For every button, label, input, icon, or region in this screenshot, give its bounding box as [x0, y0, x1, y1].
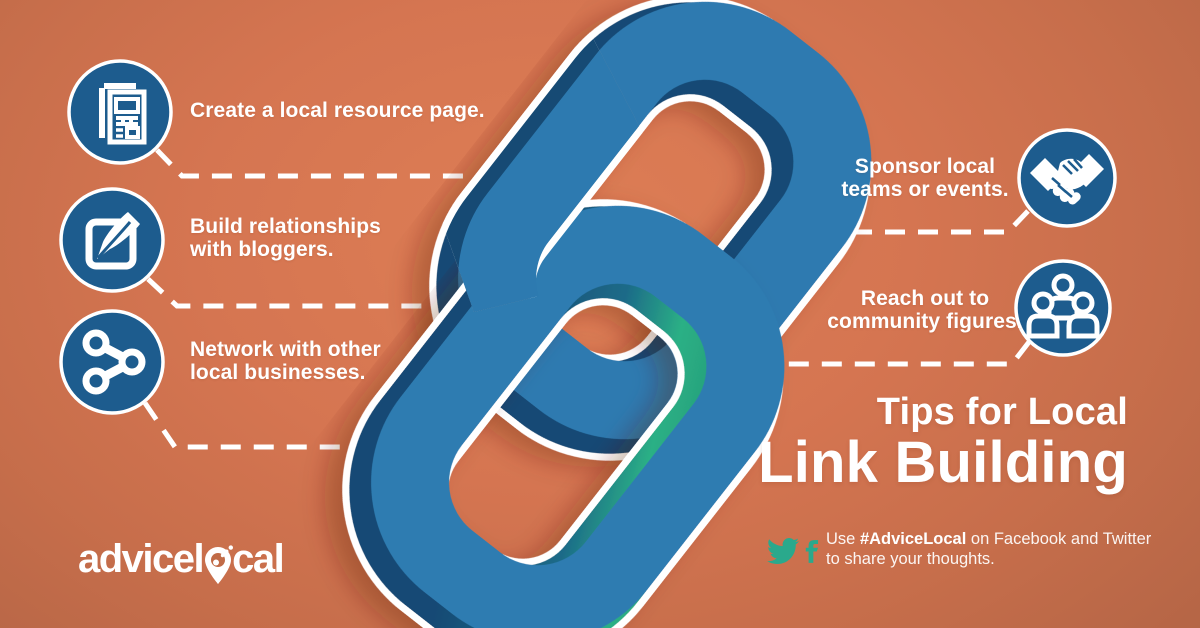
page-title-line-1: Tips for Local: [876, 391, 1128, 433]
connector-tip-3: [142, 401, 370, 450]
tip-1-line-1: Create a local resource page.: [190, 99, 485, 122]
tip-3-line-1: Network with other: [190, 338, 381, 361]
tip-2-line-2: with bloggers.: [190, 238, 334, 261]
tip-2-icon-circle: [58, 186, 166, 294]
tip-1-icon-circle: [66, 58, 174, 166]
tip-5-line-2: community figures.: [827, 310, 1023, 333]
tip-4-text: Sponsor local teams or events.: [830, 155, 1020, 201]
twitter-icon: [767, 537, 799, 565]
tip-2-text: Build relationships with bloggers.: [190, 215, 381, 261]
handshake-icon: [1017, 128, 1117, 228]
chain-weave-overlap: [429, 0, 707, 312]
tip-3-line-2: local businesses.: [190, 361, 366, 384]
newspaper-icon: [67, 59, 173, 165]
map-pin-icon: [205, 545, 234, 584]
tip-5-icon-circle: [1013, 258, 1113, 358]
social-line1-suffix: on Facebook and Twitter: [966, 530, 1152, 548]
tip-2-line-1: Build relationships: [190, 215, 381, 238]
tip-3-icon-circle: [58, 308, 166, 416]
connector-tip-2: [146, 277, 442, 309]
tip-3-text: Network with other local businesses.: [190, 338, 381, 384]
social-icons: [764, 534, 820, 570]
logo-part-2: cal: [232, 537, 285, 581]
page-title-line-2: Link Building: [758, 430, 1128, 495]
connector-tip-1: [155, 148, 516, 179]
social-use-prefix: Use: [826, 530, 860, 548]
share-network-icon: [59, 309, 165, 415]
social-share-text: Use #AdviceLocal on Facebook and Twitter…: [826, 530, 1156, 569]
chain-link-bottom: [342, 199, 785, 628]
tip-1-text: Create a local resource page.: [190, 99, 485, 122]
dashed-connectors: [142, 148, 1031, 450]
advicelocal-logo: advicel cal: [78, 536, 285, 586]
compose-pencil-icon: [59, 187, 165, 293]
community-people-icon: [1014, 259, 1112, 357]
title-block: Tips for Local Link Building: [758, 391, 1128, 493]
tip-4-icon-circle: [1016, 127, 1118, 229]
facebook-icon: [805, 540, 819, 563]
tip-4-line-1: Sponsor local: [854, 155, 996, 178]
social-line2: to share your thoughts.: [826, 549, 995, 568]
connector-tip-5: [762, 340, 1031, 367]
connector-tip-4: [829, 209, 1030, 235]
tip-5-text: Reach out to community figures.: [825, 287, 1025, 333]
tip-5-line-1: Reach out to: [860, 287, 990, 310]
logo-part-1: advicel: [78, 537, 205, 581]
tip-4-line-2: teams or events.: [841, 178, 1009, 201]
social-hashtag: #AdviceLocal: [859, 530, 967, 548]
